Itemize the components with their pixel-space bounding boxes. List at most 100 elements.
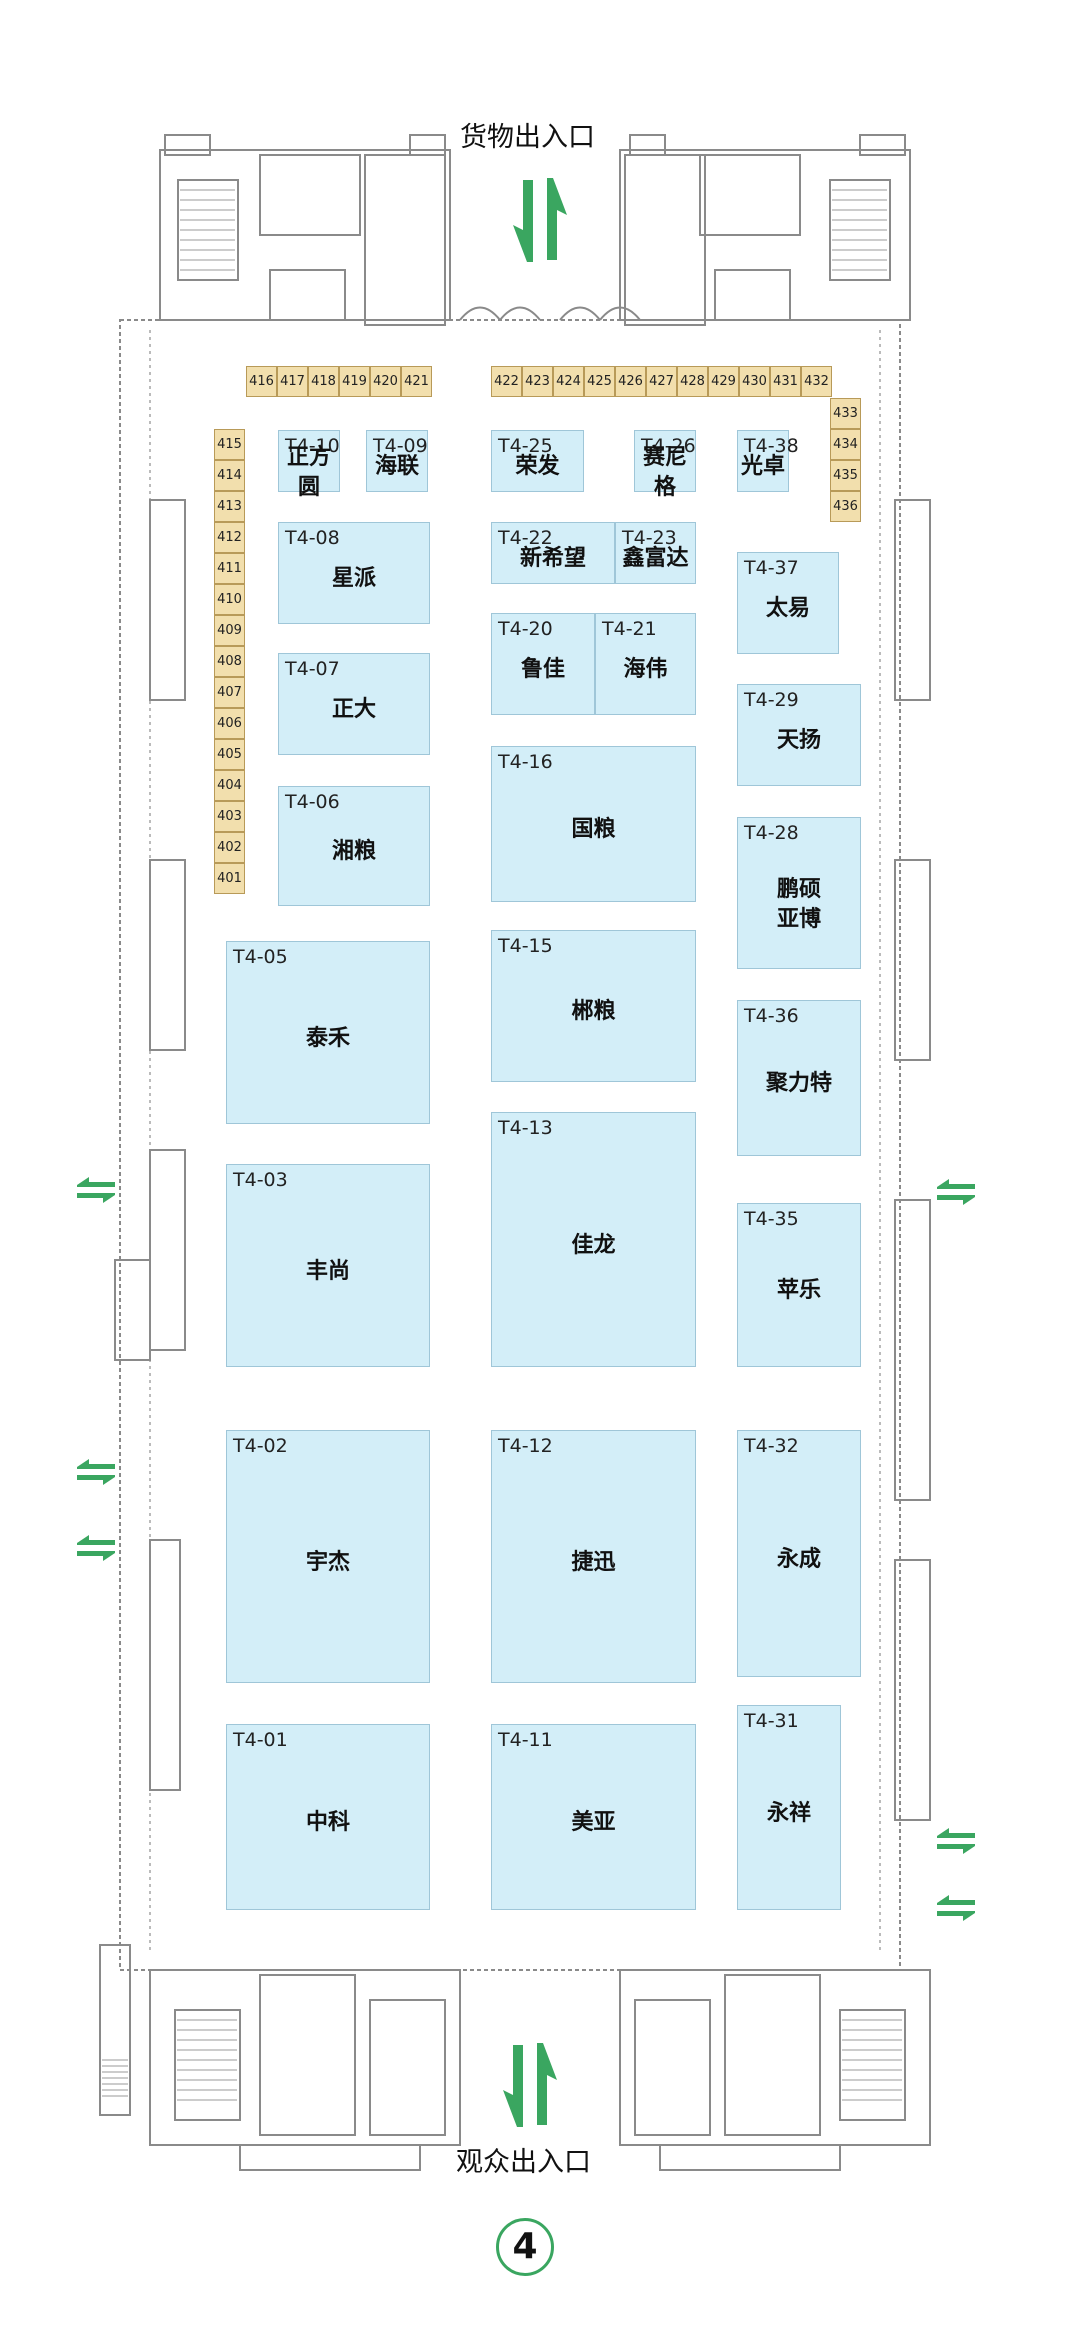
small-booth[interactable]: 413 (214, 491, 245, 522)
booth[interactable]: T4-21 海伟 (595, 613, 696, 715)
small-booth[interactable]: 427 (646, 366, 677, 397)
booth[interactable]: T4-37 太易 (737, 552, 839, 654)
booth-exhibitor-name: 捷迅 (571, 1549, 616, 1575)
booth[interactable]: T4-12 捷迅 (491, 1430, 696, 1683)
small-booth[interactable]: 406 (214, 708, 245, 739)
small-booth[interactable]: 409 (214, 615, 245, 646)
small-booth[interactable]: 423 (522, 366, 553, 397)
small-booth[interactable]: 411 (214, 553, 245, 584)
booth-code: T4-08 (285, 527, 340, 549)
side-entrance-arrow-icon (77, 1459, 115, 1485)
booth-exhibitor-name: 永成 (776, 1546, 821, 1572)
booth-exhibitor-name: 宇杰 (305, 1549, 350, 1575)
booth-code: T4-12 (498, 1435, 553, 1457)
small-booth[interactable]: 428 (677, 366, 708, 397)
booth-code: T4-28 (744, 822, 799, 844)
booth[interactable]: T4-32 永成 (737, 1430, 861, 1677)
small-booth[interactable]: 416 (246, 366, 277, 397)
small-booth[interactable]: 431 (770, 366, 801, 397)
booth-code: T4-15 (498, 935, 553, 957)
small-booth[interactable]: 401 (214, 863, 245, 894)
small-booth[interactable]: 403 (214, 801, 245, 832)
small-booth[interactable]: 407 (214, 677, 245, 708)
small-booth[interactable]: 434 (830, 429, 861, 460)
booth-code: T4-10 (285, 435, 340, 457)
small-booth[interactable]: 425 (584, 366, 615, 397)
booth-code: T4-23 (622, 527, 677, 549)
small-booth[interactable]: 410 (214, 584, 245, 615)
side-entrance-arrow-icon (937, 1895, 975, 1921)
small-booth[interactable]: 429 (708, 366, 739, 397)
small-booth[interactable]: 415 (214, 429, 245, 460)
small-booth[interactable]: 408 (214, 646, 245, 677)
small-booth[interactable]: 417 (277, 366, 308, 397)
booth-code: T4-13 (498, 1117, 553, 1139)
small-booth[interactable]: 418 (308, 366, 339, 397)
booth-code: T4-26 (641, 435, 696, 457)
booth[interactable]: T4-29 天扬 (737, 684, 861, 786)
small-booth[interactable]: 419 (339, 366, 370, 397)
booth-exhibitor-name: 正大 (331, 697, 376, 722)
small-booth[interactable]: 420 (370, 366, 401, 397)
small-booth[interactable]: 435 (830, 460, 861, 491)
small-booth[interactable]: 432 (801, 366, 832, 397)
booth[interactable]: T4-16 国粮 (491, 746, 696, 902)
booth-exhibitor-name: 中科 (305, 1810, 350, 1835)
side-entrance-arrow-icon (937, 1828, 975, 1854)
visitor-gate-label: 观众出入口 (456, 2147, 591, 2178)
small-booth[interactable]: 412 (214, 522, 245, 553)
booth-exhibitor-name: 聚力特 (765, 1071, 832, 1096)
small-booth[interactable]: 404 (214, 770, 245, 801)
small-booth[interactable]: 422 (491, 366, 522, 397)
booth-code: T4-37 (744, 557, 799, 579)
small-booth[interactable]: 436 (830, 491, 861, 522)
booth-exhibitor-name: 太易 (765, 596, 810, 621)
small-booth[interactable]: 402 (214, 832, 245, 863)
booth-code: T4-29 (744, 689, 799, 711)
booth-exhibitor-name: 天扬 (776, 728, 821, 753)
small-booth[interactable]: 414 (214, 460, 245, 491)
booth-code: T4-21 (602, 618, 657, 640)
booth-code: T4-32 (744, 1435, 799, 1457)
booth-exhibitor-name: 永祥 (766, 1800, 811, 1826)
small-booth[interactable]: 426 (615, 366, 646, 397)
booth-exhibitor-name: 新希望 (519, 546, 586, 571)
booth-code: T4-16 (498, 751, 553, 773)
booth-exhibitor-name: 荣发 (515, 454, 560, 479)
small-booth[interactable]: 421 (401, 366, 432, 397)
hall-number-badge: 4 (496, 2218, 554, 2276)
booth-exhibitor-name: 鑫富达 (622, 546, 689, 571)
cargo-gate-arrows-icon (513, 178, 567, 262)
small-booth[interactable]: 424 (553, 366, 584, 397)
side-entrance-arrow-icon (937, 1179, 975, 1205)
booth-exhibitor-name: 海伟 (623, 657, 668, 682)
booth-exhibitor-name: 国粮 (571, 817, 616, 842)
small-booth[interactable]: 405 (214, 739, 245, 770)
side-entrance-arrow-icon (77, 1535, 115, 1561)
small-booth[interactable]: 433 (830, 398, 861, 429)
booth-code: T4-20 (498, 618, 553, 640)
small-booth[interactable]: 430 (739, 366, 770, 397)
